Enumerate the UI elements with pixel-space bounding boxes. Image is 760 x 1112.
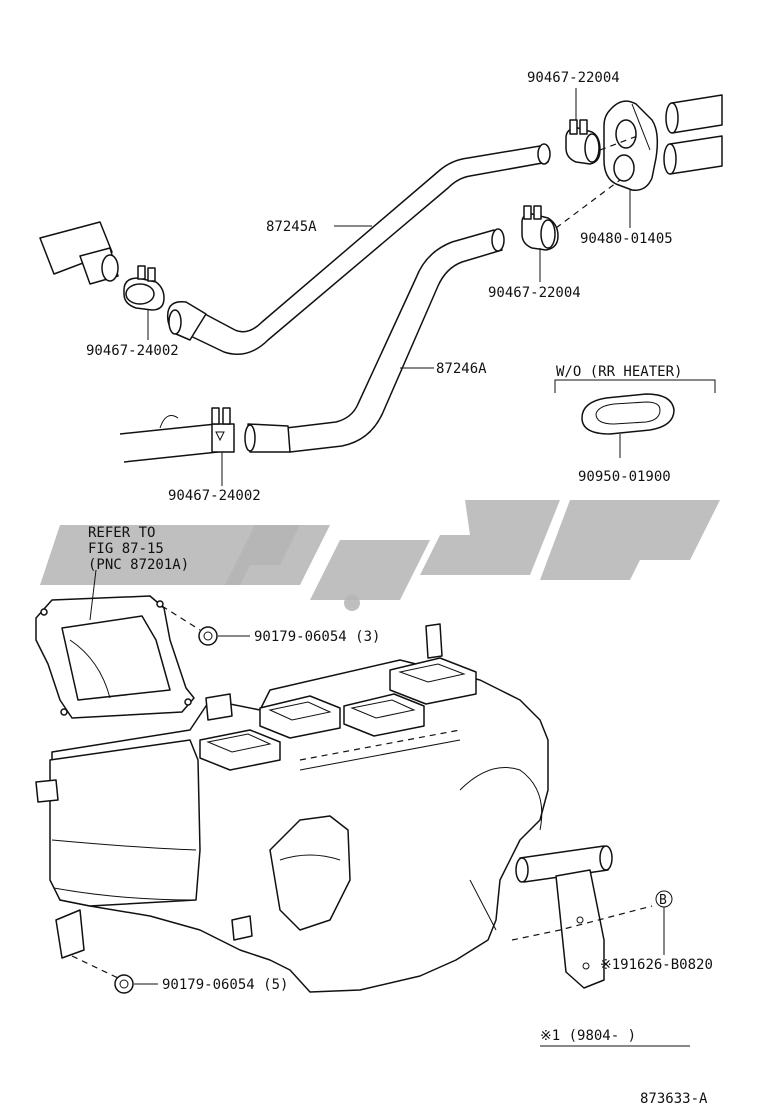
leader-refer [89,569,97,621]
label-nut-lower: 90179-06054 (5) [162,977,288,993]
dashed-align-top [599,134,641,151]
label-bolt: ※191626-B0820 [600,957,713,973]
label-clamp-left-lower: 90467-24002 [168,488,261,504]
heater-unit [35,623,549,993]
nut-lower [114,974,134,994]
hose-87245A [166,143,551,355]
label-clamp-middle: 90467-22004 [488,285,581,301]
label-grommet: 90480-01405 [580,231,673,247]
label-clamp-top: 90467-22004 [527,70,620,86]
hose-clamp-left-lower [211,407,235,453]
hole-plug-part [581,393,675,458]
label-refer-line2: FIG 87-15 [88,541,164,557]
air-duct-part [35,595,195,719]
watermark-logo [40,500,720,611]
left-pipe-lower [119,415,219,463]
label-footnote: ※1 (9804- ) [540,1028,636,1044]
hose-clamp-top [565,119,601,165]
dashed-nut-upper [161,605,201,631]
grommet-part [603,100,659,191]
hose-clamp-middle [521,205,559,251]
dashed-bolt [511,905,653,941]
rr-heater-bracket [554,379,716,393]
label-figure-code: 873633-A [640,1091,708,1107]
label-nut-upper: 90179-06054 (3) [254,629,380,645]
dashed-align-mid [555,179,621,229]
label-plug: 90950-01900 [578,469,671,485]
nut-upper [198,626,218,646]
label-hose-87245A: 87245A [266,219,317,235]
label-clamp-left-upper: 90467-24002 [86,343,179,359]
dashed-nut-lower [71,955,119,979]
label-rr-heater: W/O (RR HEATER) [556,364,682,380]
hose-clamp-left-upper [123,265,165,311]
mounting-bracket-right [515,845,613,989]
bolt-marker-letter: B [659,893,667,908]
label-refer-line1: REFER TO [88,525,155,541]
label-hose-87246A: 87246A [436,361,487,377]
heater-pipes-right [663,94,723,175]
bolt-marker: B [655,890,673,908]
hose-87246A [244,228,505,453]
left-pipe-upper [39,221,119,285]
label-refer-line3: (PNC 87201A) [88,557,189,573]
